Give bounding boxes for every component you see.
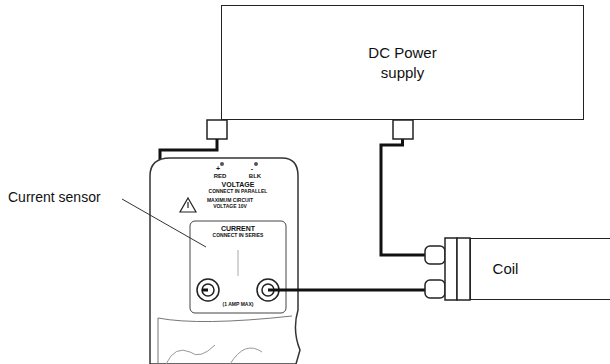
jack — [220, 162, 224, 166]
power-supply-box: DC Power supply — [221, 5, 584, 120]
callout-label: Current sensor — [8, 190, 120, 205]
sensor-detail — [158, 316, 292, 364]
coil-plug — [425, 246, 445, 264]
polarity-mark: - — [246, 165, 258, 173]
panel-note: CONNECT IN PARALLEL — [190, 189, 286, 195]
sensor-detail — [166, 345, 262, 364]
terminal — [393, 120, 413, 139]
coil-flange — [457, 238, 470, 300]
leader-line — [122, 199, 206, 247]
wire — [202, 289, 425, 292]
warning-symbol — [187, 202, 188, 208]
panel-note: (1 AMP MAX) — [203, 302, 273, 308]
sensor-body — [150, 158, 300, 364]
terminal-name: BLK — [243, 173, 267, 180]
terminal-name: RED — [208, 173, 232, 180]
coil-flange — [445, 238, 457, 300]
coil-plug — [425, 280, 445, 298]
wire-connector — [381, 120, 470, 255]
panel-title: CURRENT — [200, 225, 276, 233]
node-text: DC Power supply — [355, 43, 450, 82]
polarity-mark: + — [212, 165, 224, 173]
warning-symbol — [180, 198, 196, 212]
current-panel — [190, 221, 286, 313]
panel-note: CONNECT IN SERIES — [208, 233, 268, 239]
divider — [238, 250, 239, 276]
terminal — [207, 120, 227, 139]
jack — [254, 162, 258, 166]
node-text: Coil — [493, 259, 519, 279]
coil-box: Coil — [470, 238, 610, 300]
panel-title: VOLTAGE — [205, 181, 271, 189]
warning-text: MAXIMUM CIRCUIT VOLTAGE 10V — [198, 198, 262, 209]
